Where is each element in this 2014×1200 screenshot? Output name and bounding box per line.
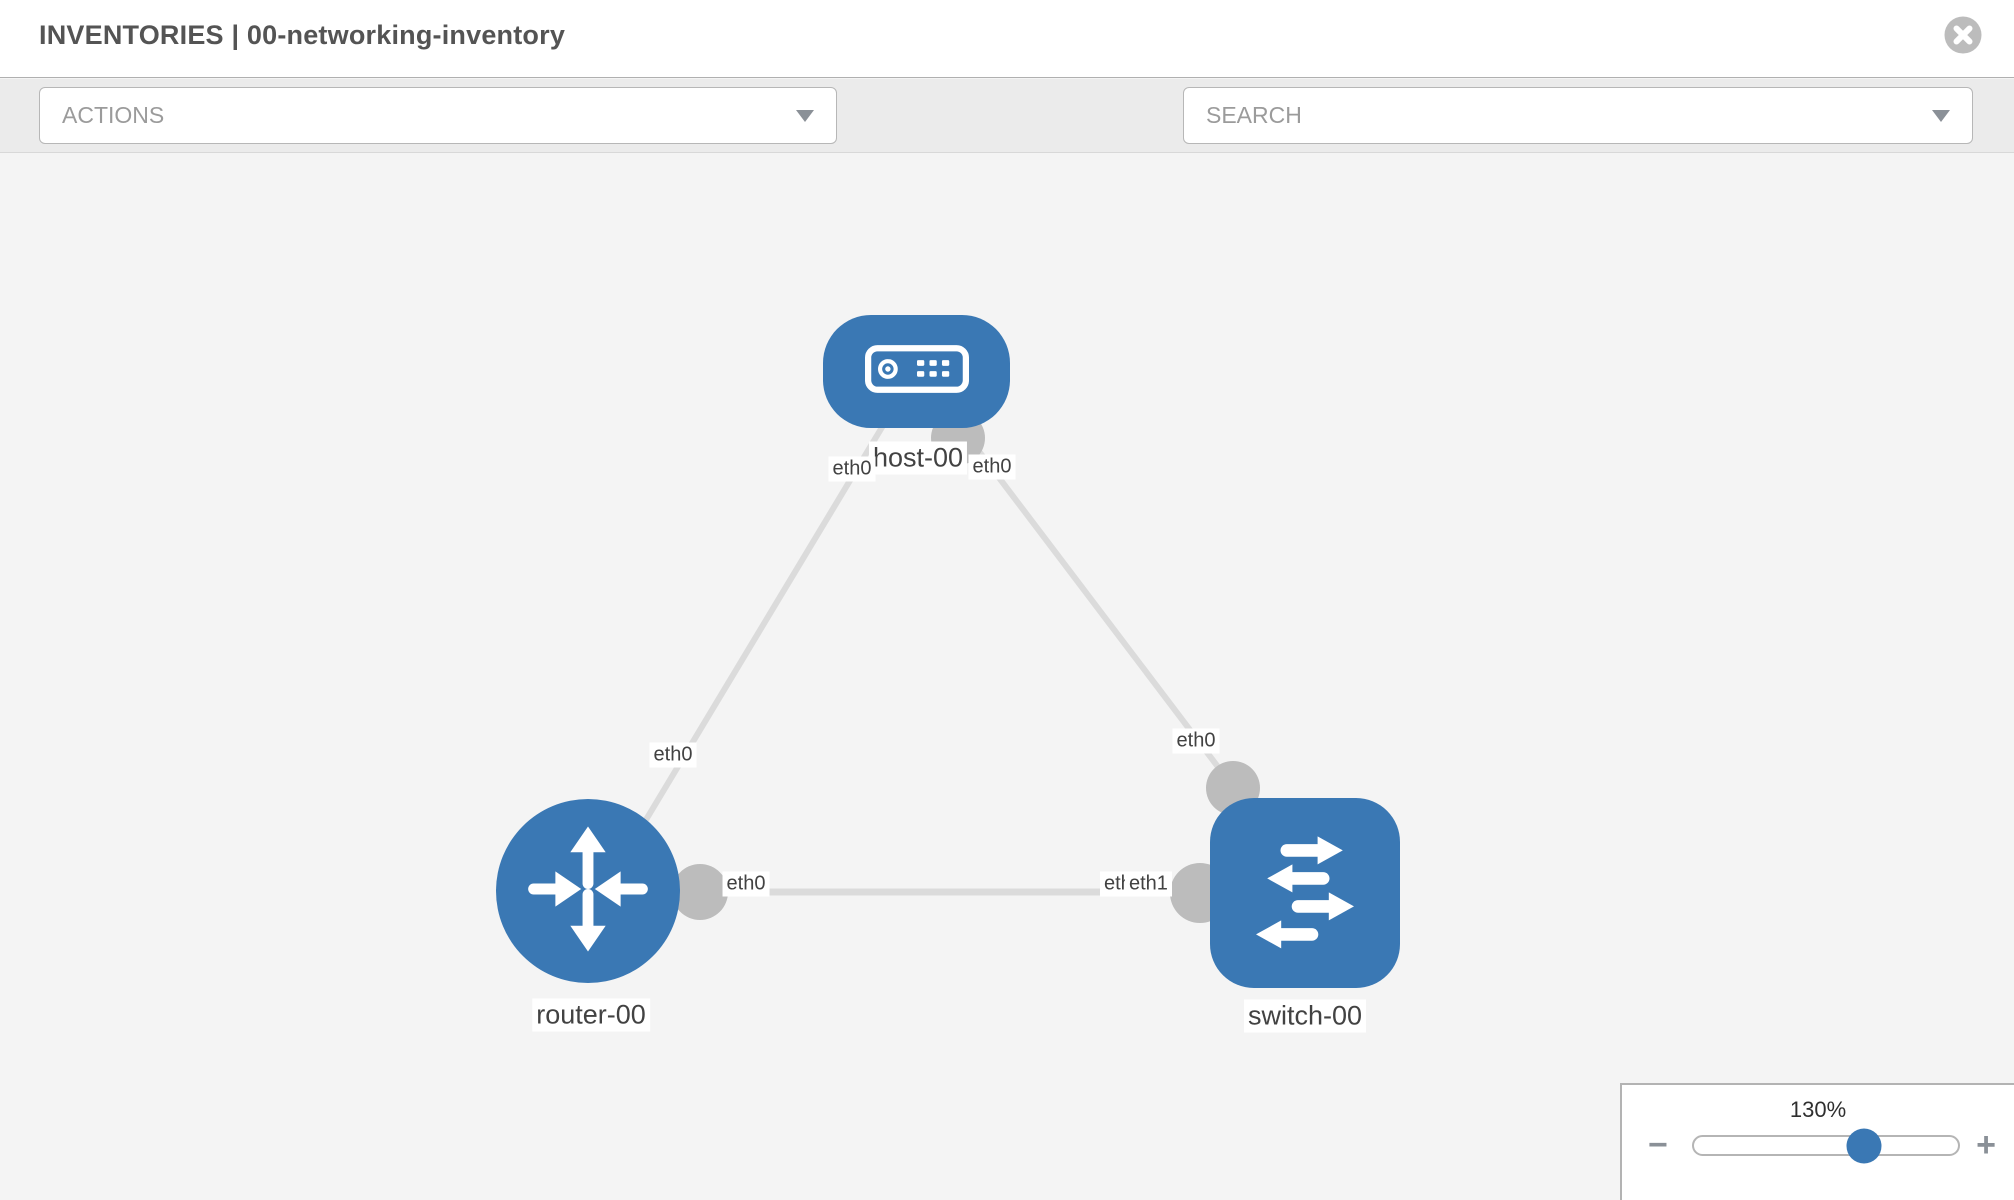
interface-label-router-right: eth0: [722, 871, 770, 897]
chevron-down-icon: [1932, 109, 1950, 122]
router-icon: [520, 821, 656, 962]
interface-label-host-right: eth0: [968, 454, 1016, 480]
close-icon: [1944, 16, 1982, 58]
zoom-out-button[interactable]: −: [1648, 1126, 1668, 1164]
zoom-slider-thumb[interactable]: [1846, 1128, 1882, 1163]
node-label-switch: switch-00: [1243, 999, 1367, 1033]
zoom-slider-track[interactable]: [1692, 1128, 1960, 1163]
port-router-right[interactable]: [672, 864, 728, 920]
interface-label-switch-left: eth1: [1125, 871, 1172, 897]
header: INVENTORIES | 00-networking-inventory: [0, 0, 2014, 78]
chevron-down-icon: [796, 109, 814, 122]
toolbar: ACTIONS SEARCH: [0, 79, 2014, 212]
link-host-router[interactable]: [617, 407, 896, 865]
zoom-in-button[interactable]: +: [1976, 1126, 1996, 1164]
zoom-level: 130%: [1789, 1097, 1847, 1122]
node-host[interactable]: [823, 315, 1010, 428]
search-input[interactable]: SEARCH: [1206, 102, 1302, 128]
links-layer: [617, 407, 1270, 923]
node-label-router: router-00: [532, 998, 650, 1032]
node-switch[interactable]: [1210, 798, 1400, 988]
topology-canvas[interactable]: host-00 eth0 eth0 eth0 eth0 eth0 eth0 et…: [0, 153, 2014, 1200]
actions-dropdown-label: ACTIONS: [62, 102, 165, 128]
interface-label-switch-top: eth0: [1172, 728, 1220, 754]
server-icon: [864, 345, 969, 398]
search-dropdown[interactable]: SEARCH: [1183, 87, 1973, 144]
switch-icon: [1235, 821, 1375, 966]
interface-label-router-top: eth0: [649, 742, 697, 768]
node-label-host: host-00: [868, 441, 968, 475]
page-title: INVENTORIES | 00-networking-inventory: [39, 20, 566, 50]
node-router[interactable]: [496, 799, 680, 983]
zoom-panel: 130% − +: [1620, 1083, 2014, 1200]
close-button[interactable]: [1944, 16, 1982, 54]
interface-label-host-left: eth0: [828, 456, 876, 482]
actions-dropdown[interactable]: ACTIONS: [39, 87, 837, 144]
